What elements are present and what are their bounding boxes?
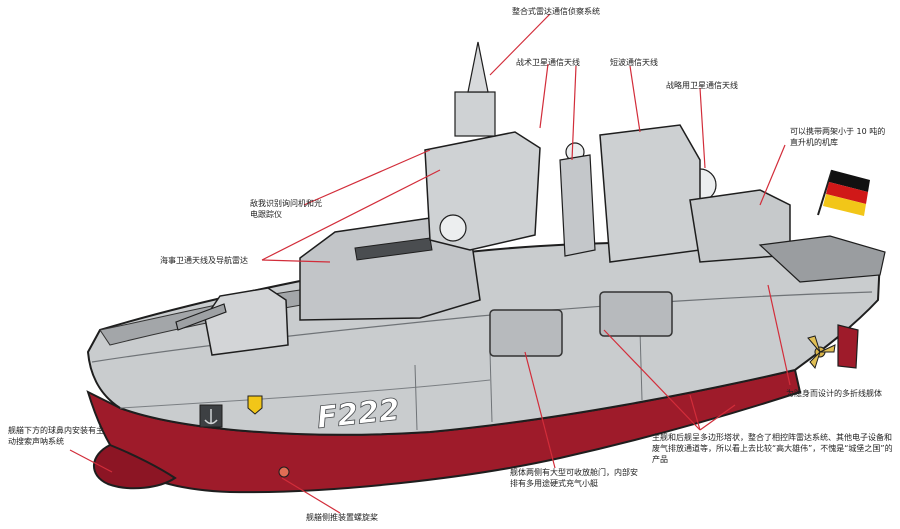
callout-leaders [69, 13, 791, 514]
callout-side-doors: 舰体两侧有大型可收放舱门，内部安排有多用途硬式充气小艇 [510, 468, 638, 488]
forward-superstructure [299, 217, 481, 321]
callout-strategic-satcom: 战略用卫星通信天线 [666, 81, 738, 90]
callout-stealth-hull: 为隐身而设计的多折线舰体 [786, 389, 882, 398]
gun-barrel [175, 303, 227, 331]
mast-spire [467, 41, 489, 93]
bridge-windows [354, 237, 433, 261]
callout-shortwave: 短波通信天线 [610, 58, 658, 67]
aft-tower [599, 124, 701, 263]
eagle-crest-icon [247, 395, 263, 415]
callout-tactical-satcom: 战术卫星通信天线 [516, 58, 580, 67]
german-flag-icon [823, 170, 870, 216]
center-mast [559, 154, 596, 257]
callout-hangar: 可以携带两架小于 10 吨的直升机的机库 [790, 127, 886, 147]
flight-deck [758, 235, 886, 283]
callout-maritime-nav: 海事卫通天线及导航雷达 [160, 256, 248, 265]
callout-superstructure: 主舰和后舰呈多边形塔状，整合了相控阵雷达系统、其他电子设备和废气排放通道等，所以… [652, 433, 893, 464]
side-door-aft [599, 291, 673, 337]
bow-thruster-icon [278, 466, 290, 478]
side-door-forward [489, 309, 563, 357]
callout-integrated-mast: 整合式雷达通信侦察系统 [512, 7, 600, 16]
callout-bulbous-bow: 舰艏下方的球鼻内安装有主动搜索声呐系统 [8, 426, 104, 446]
main-gun-turret [204, 287, 289, 356]
callout-iff-eo: 敌我识别询问机和光电跟踪仪 [250, 199, 322, 219]
rudder [837, 324, 859, 369]
bulbous-bow [93, 443, 177, 490]
hull-number: F222 [315, 392, 401, 435]
radome-1 [439, 214, 467, 242]
callout-bow-thruster: 舰艏侧推装置螺旋桨 [306, 513, 378, 522]
propeller-icon [807, 335, 836, 370]
